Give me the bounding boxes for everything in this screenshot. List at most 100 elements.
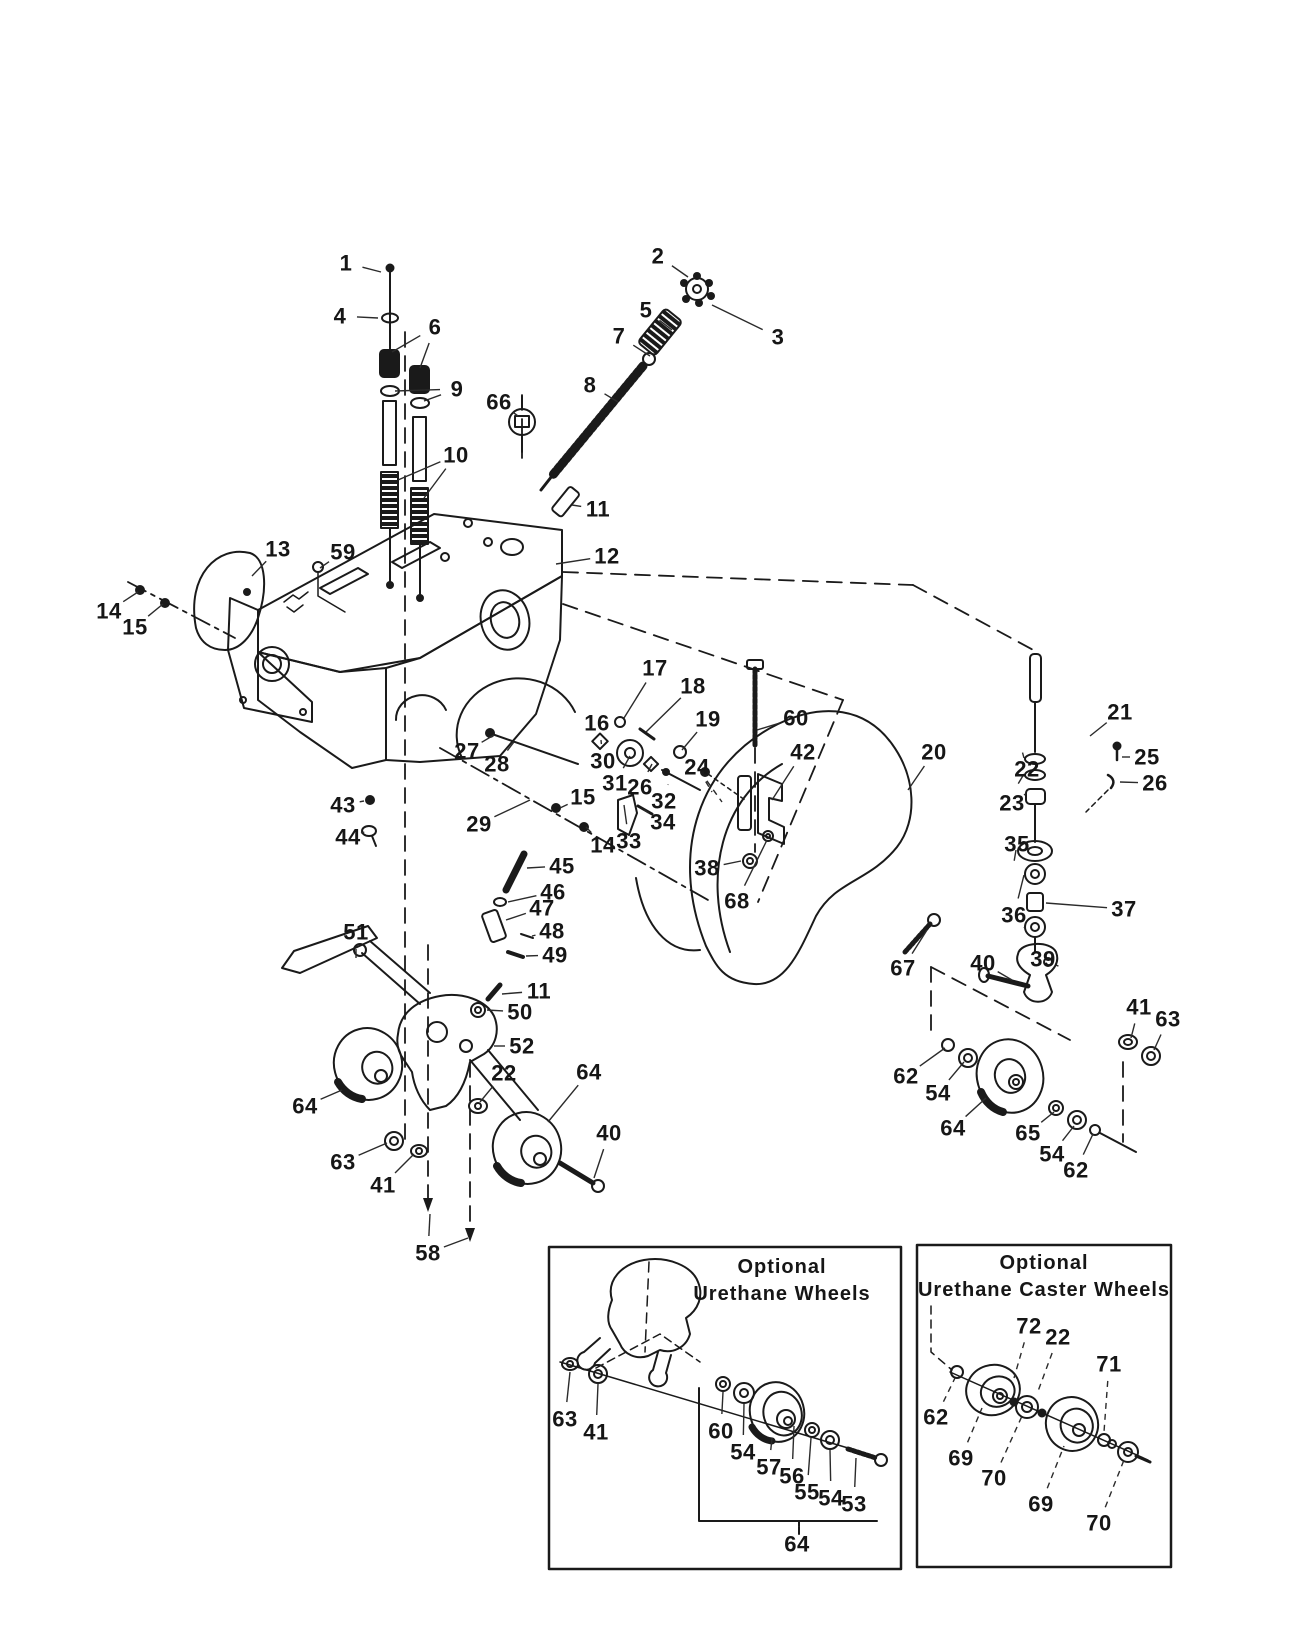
part-label-70: 70 [1086,1511,1111,1536]
leader-line-part-29 [494,799,531,818]
part-label-45: 45 [549,854,574,879]
leader-line-part-37 [1045,902,1108,909]
leader-line-part-72 [1013,1342,1025,1379]
caption-line: Urethane Caster Wheels [917,1279,1171,1301]
leader-line-part-11 [501,991,523,995]
part-label-27: 27 [454,739,479,764]
part-label-63: 63 [552,1407,577,1432]
caption-optional-urethane-wheels: Optional Urethane Wheels [693,1254,870,1308]
part-label-11: 11 [586,497,610,522]
part-label-59: 59 [330,540,355,565]
leader-line-part-66 [512,411,519,417]
part-label-9: 9 [451,377,464,402]
leader-line-part-20 [907,765,925,791]
leader-line-part-40 [593,1148,605,1179]
leader-line-part-55 [807,1437,812,1476]
leader-line-part-40 [997,970,1013,981]
part-label-29: 29 [466,812,491,837]
part-label-52: 52 [509,1034,534,1059]
part-label-58: 58 [415,1241,440,1266]
part-label-62: 62 [893,1064,918,1089]
leader-line-part-65 [1040,1111,1055,1123]
leader-line-part-23 [1023,792,1027,796]
part-label-44: 44 [335,825,361,850]
part-label-63: 63 [330,1150,355,1175]
part-label-54: 54 [818,1486,844,1511]
part-label-14: 14 [590,833,616,858]
leader-line-part-62 [919,1047,946,1067]
part-label-22: 22 [1014,757,1039,782]
part-label-64: 64 [292,1094,318,1119]
leader-line-part-54 [742,1403,745,1436]
side-guard [135,550,346,651]
leader-line-part-41 [1130,1023,1136,1039]
leader-line-part-26 [1119,781,1139,784]
part-label-15: 15 [570,785,595,810]
handle-rod-assembly [508,272,715,518]
leader-line-part-15 [147,603,164,617]
part-label-48: 48 [539,919,564,944]
leader-line-part-46 [507,895,537,903]
part-label-18: 18 [680,674,705,699]
leader-line-part-56 [791,1425,795,1460]
part-label-13: 13 [265,537,290,562]
part-label-47: 47 [529,896,554,921]
part-label-54: 54 [730,1440,756,1465]
leader-line-part-24 [705,781,713,793]
leader-line-part-42 [771,765,795,801]
caption-line: Optional [999,1252,1089,1274]
part-label-40: 40 [970,951,995,976]
diagram-artwork [127,263,1173,1571]
leader-line-part-63 [566,1371,571,1403]
caption-optional-urethane-caster-wheels: Optional Urethane Caster Wheels [918,1250,1170,1304]
part-label-2: 2 [652,244,665,269]
leader-line-part-69 [1046,1445,1065,1489]
part-label-49: 49 [542,943,567,968]
leader-line-part-60 [756,722,780,731]
part-label-41: 41 [583,1420,608,1445]
part-label-67: 67 [890,956,915,981]
leader-line-part-18 [645,697,682,733]
leader-line-part-4 [356,316,379,319]
leader-line-part-12 [555,557,591,565]
leader-line-part-11 [571,504,582,508]
leader-line-part-8 [604,393,619,403]
part-label-14: 14 [96,599,122,624]
inset-box-urethane-caster-wheels [915,1243,1173,1569]
part-label-62: 62 [923,1405,948,1430]
part-label-39: 39 [1030,947,1055,972]
part-label-62: 62 [1063,1158,1088,1183]
leader-line-part-31 [622,755,631,769]
part-label-68: 68 [724,889,749,914]
leader-line-part-19 [681,731,698,751]
leader-line-part-26 [647,763,653,773]
deflector-shoe [635,710,941,986]
leader-line-part-43 [359,800,365,803]
leader-line-part-34 [643,809,650,814]
part-label-42: 42 [790,740,815,765]
part-label-46: 46 [540,880,565,905]
part-label-4: 4 [334,304,347,329]
part-label-31: 31 [602,771,627,796]
leader-line-part-17 [623,682,647,719]
part-label-72: 72 [1016,1314,1041,1339]
part-label-64: 64 [784,1532,810,1557]
leader-line-part-27 [481,734,495,743]
part-label-60: 60 [783,706,808,731]
leader-line-part-71 [1103,1380,1109,1433]
part-label-37: 37 [1111,897,1136,922]
leader-line-part-58 [443,1237,469,1248]
part-label-41: 41 [1126,995,1151,1020]
leader-line-part-22 [479,1085,494,1103]
leader-line-part-1 [362,266,382,273]
part-label-54: 54 [925,1081,951,1106]
part-label-3: 3 [772,325,785,350]
centerline-arrowhead [465,1228,475,1242]
part-label-55: 55 [794,1480,819,1505]
leader-line-part-15 [559,803,568,809]
part-label-1: 1 [340,251,353,276]
leader-line-part-3 [711,304,764,331]
part-label-60: 60 [708,1419,733,1444]
